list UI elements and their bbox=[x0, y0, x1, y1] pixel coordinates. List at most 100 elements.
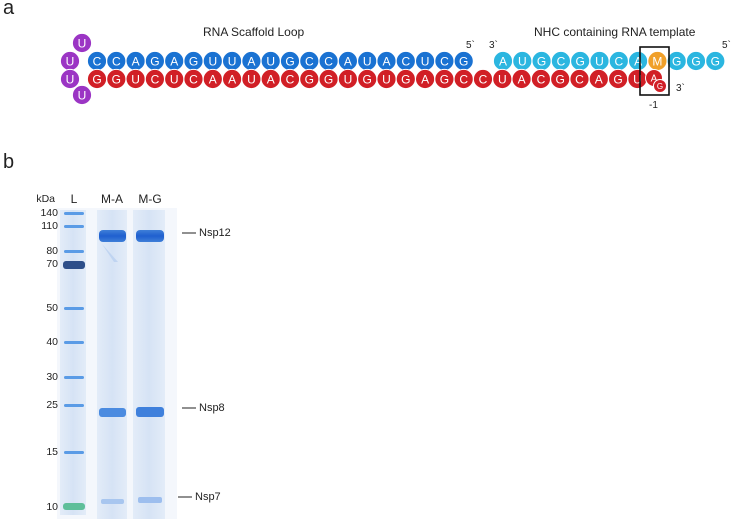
template-nucleotide: G bbox=[691, 54, 700, 68]
scaffold-nucleotide: U bbox=[208, 54, 217, 68]
ladder-band bbox=[64, 307, 84, 310]
band-nsp8-m-g bbox=[136, 407, 164, 417]
bottom-nucleotide: G bbox=[305, 72, 314, 86]
bottom-nucleotide: G bbox=[112, 72, 121, 86]
ladder-band-green bbox=[63, 503, 85, 510]
bottom-nucleotide: C bbox=[459, 72, 468, 86]
lane-label-m-g: M-G bbox=[138, 192, 162, 206]
scaffold-title: RNA Scaffold Loop bbox=[203, 25, 305, 39]
label-nsp7: Nsp7 bbox=[195, 491, 221, 503]
ladder-band bbox=[64, 404, 84, 407]
template-3prime-label: 3` bbox=[489, 40, 498, 51]
scaffold-nucleotide: G bbox=[459, 54, 468, 68]
bottom-nucleotide: U bbox=[633, 72, 642, 86]
label-nsp12: Nsp12 bbox=[199, 227, 231, 239]
mw-10: 10 bbox=[46, 501, 58, 513]
bottom-nucleotide: U bbox=[382, 72, 391, 86]
scaffold-nucleotide: A bbox=[382, 54, 390, 68]
bottom-nucleotide: C bbox=[189, 72, 198, 86]
loop-nucleotide-circle bbox=[71, 84, 93, 106]
modified-nucleotide-M: M bbox=[652, 54, 662, 68]
scaffold-nucleotide: A bbox=[247, 54, 255, 68]
bottom-nucleotide: G bbox=[440, 72, 449, 86]
template-nucleotide: G bbox=[672, 54, 681, 68]
loop-nucleotide-circle bbox=[59, 68, 81, 90]
mw-25: 25 bbox=[46, 399, 58, 411]
ladder-band bbox=[64, 451, 84, 454]
scaffold-nucleotide: U bbox=[228, 54, 237, 68]
bottom-nucleotide: A bbox=[595, 72, 603, 86]
ladder-band bbox=[64, 376, 84, 379]
bottom-nucleotide: A bbox=[421, 72, 429, 86]
bottom-nucleotide: U bbox=[131, 72, 140, 86]
template-nucleotide: U bbox=[518, 54, 527, 68]
bottom-nucleotide: U bbox=[170, 72, 179, 86]
bottom-nucleotide: G bbox=[401, 72, 410, 86]
template-nucleotide: A bbox=[499, 54, 507, 68]
scaffold-nucleotide: G bbox=[150, 54, 159, 68]
template-nucleotide: U bbox=[595, 54, 604, 68]
scaffold-nucleotide: C bbox=[401, 54, 410, 68]
scaffold-5prime-label: 5` bbox=[466, 40, 475, 51]
lane-m-g bbox=[133, 210, 165, 519]
smear-m-a bbox=[102, 244, 118, 262]
bottom-3prime-label: 3` bbox=[676, 83, 685, 94]
bottom-nucleotide: C bbox=[537, 72, 546, 86]
mw-110: 110 bbox=[41, 220, 58, 232]
ladder-band bbox=[64, 212, 84, 215]
bottom-nucleotide: G bbox=[613, 72, 622, 86]
ladder-band bbox=[64, 341, 84, 344]
bottom-nucleotide: C bbox=[151, 72, 160, 86]
bottom-nucleotide: U bbox=[498, 72, 507, 86]
bottom-nucleotide: A bbox=[267, 72, 275, 86]
bottom-nucleotide: U bbox=[247, 72, 256, 86]
ladder-bands bbox=[63, 212, 85, 510]
band-nsp12-m-a bbox=[99, 230, 126, 242]
kda-header: kDa bbox=[36, 193, 55, 205]
scaffold-nucleotide: C bbox=[93, 54, 102, 68]
lane-label-m-a: M-A bbox=[101, 192, 123, 206]
loop-nucleotide: U bbox=[78, 36, 87, 50]
panel-b-label: b bbox=[3, 151, 15, 173]
position-highlight-box bbox=[639, 46, 670, 96]
loop-nucleotide: U bbox=[66, 72, 75, 86]
bottom-nucleotide: A bbox=[228, 72, 236, 86]
bottom-nucleotide: G bbox=[324, 72, 333, 86]
mw-50: 50 bbox=[46, 302, 58, 314]
label-nsp8: Nsp8 bbox=[199, 402, 225, 414]
template-title: NHC containing RNA template bbox=[534, 25, 696, 39]
scaffold-nucleotide: A bbox=[132, 54, 140, 68]
ladder-band-dark bbox=[63, 261, 85, 269]
scaffold-nucleotide: U bbox=[363, 54, 372, 68]
band-nsp7-m-g bbox=[138, 497, 162, 503]
mw-30: 30 bbox=[46, 371, 58, 383]
scaffold-nucleotide: G bbox=[285, 54, 294, 68]
scaffold-nucleotide: C bbox=[305, 54, 314, 68]
template-nucleotide: A bbox=[634, 54, 642, 68]
template-nucleotide: G bbox=[576, 54, 585, 68]
scaffold-nucleotide: A bbox=[170, 54, 178, 68]
bottom-nucleotide: C bbox=[479, 72, 488, 86]
bottom-nucleotide: G bbox=[363, 72, 372, 86]
ladder-lane bbox=[60, 210, 86, 515]
scaffold-nucleotide: C bbox=[440, 54, 449, 68]
scaffold-nucleotide: A bbox=[344, 54, 352, 68]
ladder-band bbox=[64, 250, 84, 253]
template-nucleotide: C bbox=[557, 54, 566, 68]
template-5prime-label: 5` bbox=[722, 40, 731, 51]
panel-a-label: a bbox=[3, 0, 15, 19]
loop-nucleotide-circle bbox=[71, 32, 93, 54]
lane-label-ladder: L bbox=[70, 192, 78, 206]
loop-nucleotide: U bbox=[78, 88, 87, 102]
mw-70: 70 bbox=[46, 258, 58, 270]
template-nucleotide: G bbox=[537, 54, 546, 68]
mw-15: 15 bbox=[46, 446, 58, 458]
overhang-nucleotide: A bbox=[651, 74, 658, 85]
scaffold-nucleotide: C bbox=[324, 54, 333, 68]
mw-40: 40 bbox=[46, 336, 58, 348]
bottom-nucleotide: A bbox=[209, 72, 217, 86]
bottom-nucleotide: A bbox=[518, 72, 526, 86]
mw-140: 140 bbox=[40, 207, 58, 219]
overhang-nucleotide: G bbox=[657, 82, 663, 91]
